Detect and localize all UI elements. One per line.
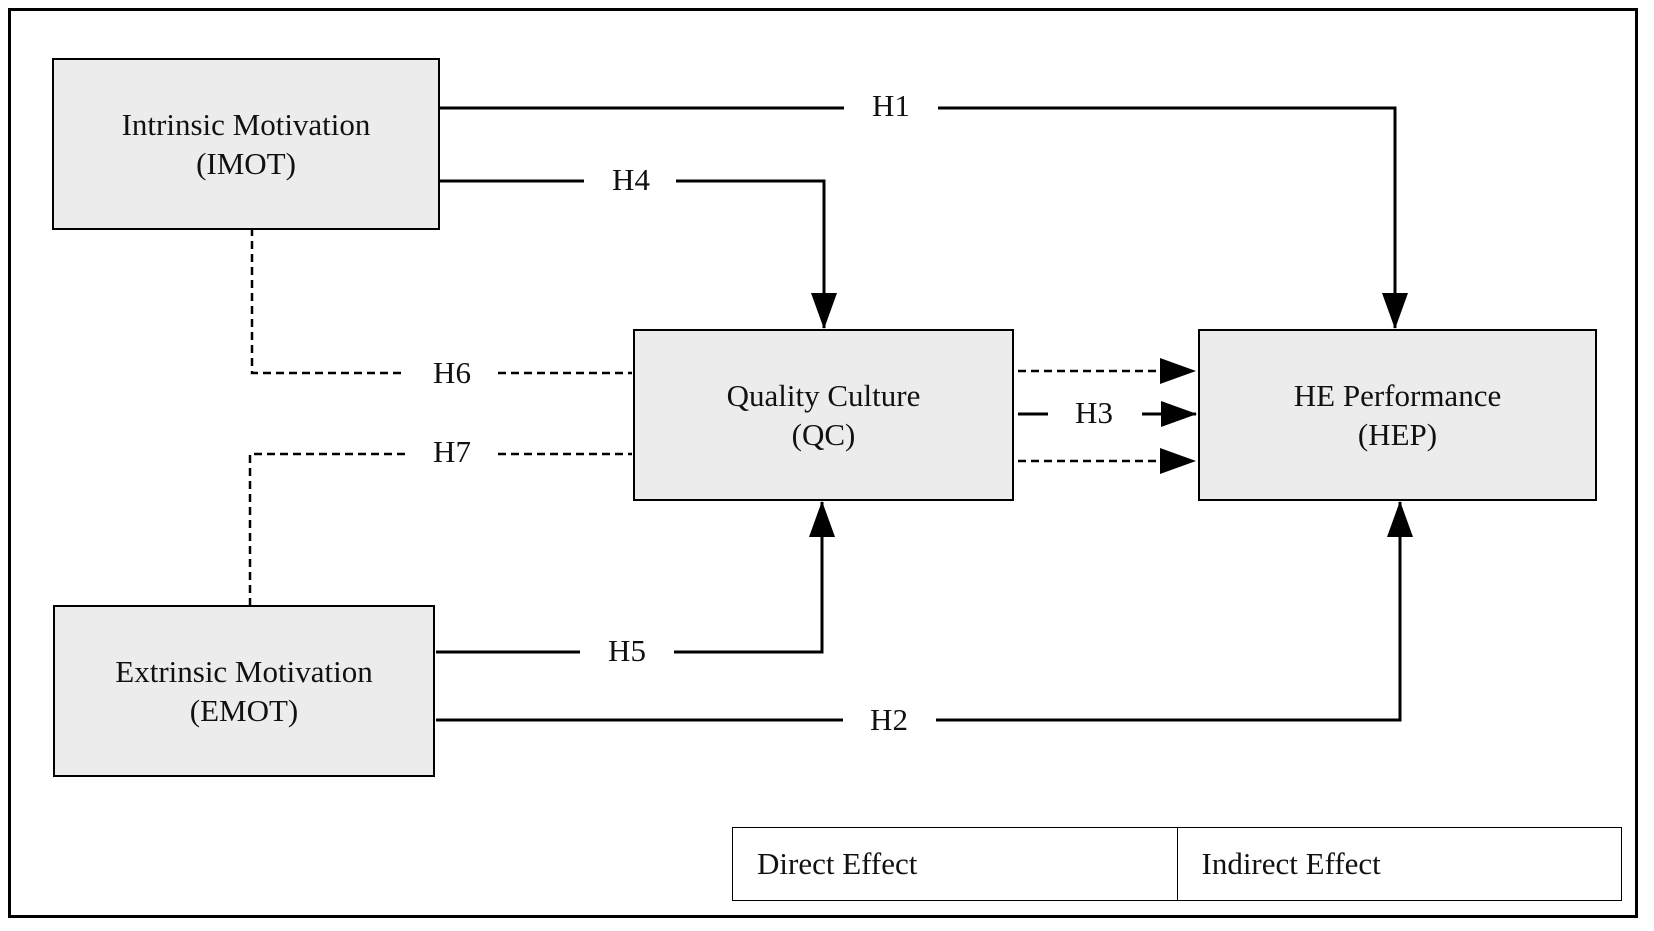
- legend-indirect-label: Indirect Effect: [1201, 846, 1381, 881]
- label-h5: H5: [608, 633, 646, 668]
- legend-indirect: Indirect Effect: [1176, 828, 1622, 900]
- h4-path-end: [676, 179, 837, 329]
- label-h3: H3: [1075, 395, 1113, 430]
- node-qc-abbr: (QC): [791, 417, 856, 452]
- legend-direct: Direct Effect: [733, 828, 1177, 900]
- label-h4: H4: [612, 162, 650, 197]
- node-qc: Quality Culture (QC): [633, 329, 1014, 501]
- h1-path-end: [938, 106, 1408, 329]
- h5-path-end: [674, 501, 835, 654]
- node-imot-abbr: (IMOT): [196, 146, 296, 181]
- node-emot-abbr: (EMOT): [189, 693, 299, 728]
- legend-direct-label: Direct Effect: [757, 846, 918, 881]
- node-hep-abbr: (HEP): [1357, 417, 1438, 452]
- h6-path: [250, 228, 405, 375]
- node-imot: Intrinsic Motivation (IMOT): [52, 58, 440, 230]
- node-hep: HE Performance (HEP): [1198, 329, 1597, 501]
- label-h7: H7: [433, 434, 471, 469]
- h2-path-end: [936, 501, 1413, 722]
- h3-dashed-top-arrowhead: [1160, 358, 1196, 384]
- node-emot-title: Extrinsic Motivation: [115, 654, 373, 689]
- h7-path: [248, 452, 405, 606]
- label-h6: H6: [433, 355, 471, 390]
- node-hep-title: HE Performance: [1293, 378, 1502, 413]
- label-h2: H2: [870, 702, 908, 737]
- label-h1: H1: [872, 88, 910, 123]
- legend: Direct Effect Indirect Effect: [732, 827, 1622, 901]
- h3-dashed-bottom-arrowhead: [1160, 448, 1196, 474]
- node-imot-title: Intrinsic Motivation: [121, 107, 371, 142]
- node-qc-title: Quality Culture: [726, 378, 921, 413]
- node-emot: Extrinsic Motivation (EMOT): [53, 605, 435, 777]
